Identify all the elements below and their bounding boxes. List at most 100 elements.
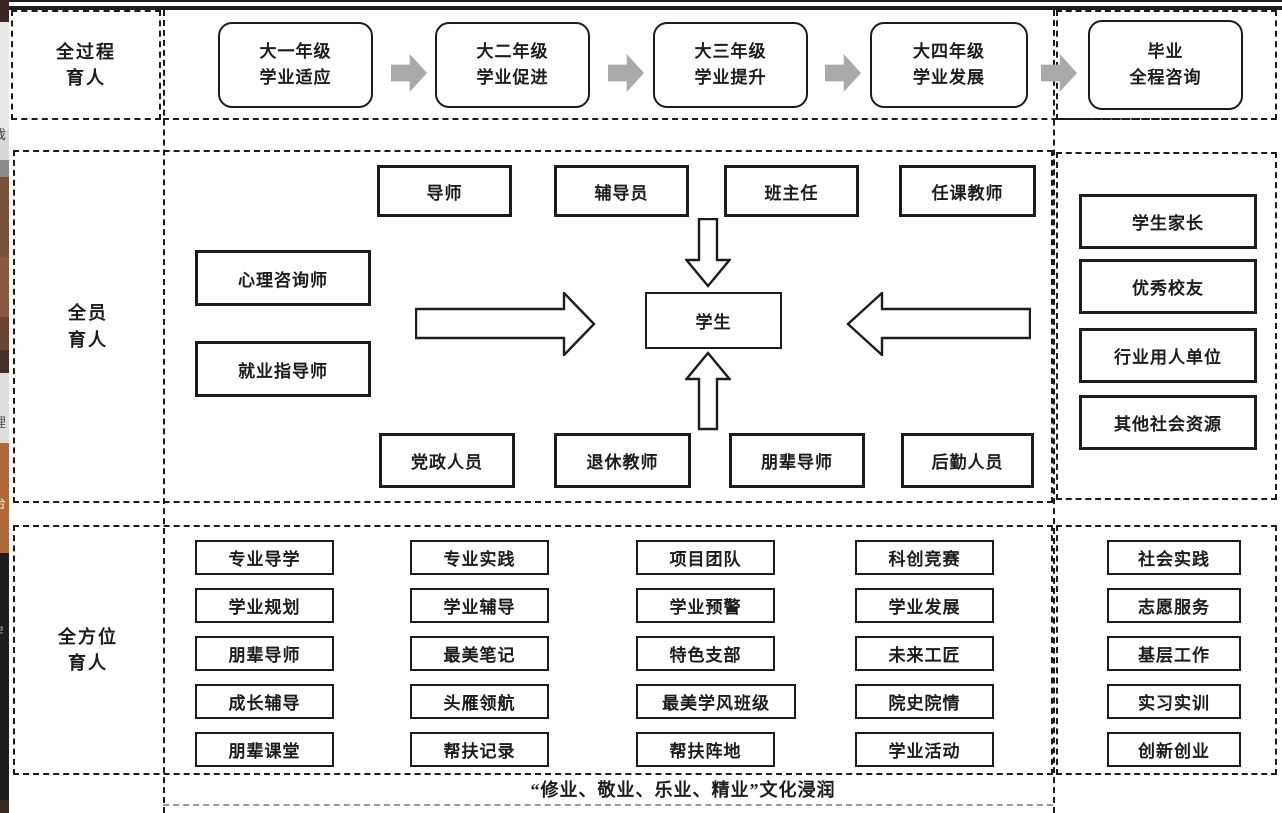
sliver-segment — [0, 553, 9, 800]
staff-box: 导师 — [377, 165, 512, 217]
section-label-staff: 全员 育人 — [13, 150, 163, 503]
staff-right-box — [1056, 152, 1277, 500]
staff-box: 心理咨询师 — [195, 250, 371, 306]
process-bottom-rule — [163, 118, 1277, 120]
flow-arrow-icon — [608, 54, 644, 92]
stage-line: 大三年级 — [694, 41, 767, 61]
sliver-segment — [0, 350, 9, 373]
stage-line: 毕业 — [1147, 41, 1184, 61]
activity-box: 学业发展 — [855, 588, 994, 623]
activity-box: 院史院情 — [855, 684, 994, 719]
top-rule-thin — [9, 0, 1282, 2]
sliver-glyph-fragment: 戏 — [0, 128, 6, 141]
resource-box: 学生家长 — [1079, 194, 1257, 249]
activity-box: 学业辅导 — [410, 588, 549, 623]
activity-box: 社会实践 — [1107, 540, 1241, 575]
activity-box: 科创竞赛 — [855, 540, 994, 575]
sliver-segment — [0, 0, 9, 22]
sliver-segment — [0, 160, 9, 177]
allround-main-box — [13, 525, 1053, 775]
activity-box: 创新创业 — [1107, 732, 1241, 767]
staff-box: 辅导员 — [554, 165, 689, 217]
converge-arrow-down-icon — [685, 218, 731, 288]
stage-line: 大一年级 — [259, 41, 332, 61]
converge-arrow-up-icon — [685, 351, 731, 431]
culture-caption: “修业、敬业、乐业、精业”文化浸润 — [163, 775, 1053, 806]
staff-box: 后勤人员 — [901, 433, 1034, 488]
sliver-glyph-fragment: 台 — [0, 497, 6, 510]
activity-box: 最美学风班级 — [636, 684, 796, 719]
staff-box: 退休教师 — [554, 433, 691, 488]
stage-box-final: 毕业全程咨询 — [1088, 20, 1243, 110]
activity-box: 最美笔记 — [410, 636, 549, 671]
activity-box: 帮扶记录 — [410, 732, 549, 767]
section-label-allround: 全方位 育人 — [13, 525, 163, 775]
stage-line: 学业促进 — [476, 68, 549, 87]
right-column-separator — [1053, 10, 1055, 813]
resource-box: 优秀校友 — [1079, 259, 1257, 314]
converge-arrow-right-icon — [415, 292, 596, 356]
resource-box: 其他社会资源 — [1079, 395, 1257, 450]
activity-box: 专业实践 — [410, 540, 549, 575]
staff-box: 朋辈导师 — [729, 433, 865, 488]
stage-line: 学业提升 — [694, 68, 767, 87]
flow-arrow-icon — [391, 54, 427, 92]
activity-box: 朋辈导师 — [195, 636, 334, 671]
section-label-process: 全过程 育人 — [11, 10, 161, 120]
activity-box: 朋辈课堂 — [195, 732, 334, 767]
stage-line: 学业发展 — [913, 68, 985, 87]
staff-box: 党政人员 — [379, 433, 515, 488]
resource-box: 行业用人单位 — [1079, 328, 1257, 383]
sliver-glyph-fragment: ㄹ — [0, 624, 5, 637]
label-line: 全员 — [68, 303, 108, 324]
label-column-separator — [163, 10, 165, 813]
process-label-box — [11, 10, 161, 120]
activity-box: 实习实训 — [1107, 684, 1241, 719]
top-rule-thick — [9, 6, 1282, 10]
flow-arrow-icon — [825, 54, 861, 92]
allround-right-box — [1056, 525, 1277, 775]
stage-box: 大三年级学业提升 — [653, 22, 808, 108]
activity-column: 社会实践志愿服务基层工作实习实训创新创业 — [1107, 540, 1241, 767]
background-window-sliver: 戏理台ㄹ — [0, 0, 9, 813]
activity-column: 专业导学学业规划朋辈导师成长辅导朋辈课堂 — [195, 540, 334, 767]
activity-box: 学业预警 — [636, 588, 775, 623]
stage-box: 大一年级学业适应 — [218, 22, 373, 108]
activity-box: 基层工作 — [1107, 636, 1241, 671]
staff-box: 就业指导师 — [195, 341, 371, 397]
sliver-segment — [0, 443, 9, 553]
stage-line: 全程咨询 — [1129, 68, 1202, 87]
stage-box: 大二年级学业促进 — [435, 22, 590, 108]
label-line: 育人 — [68, 653, 108, 673]
activity-box: 成长辅导 — [195, 684, 334, 719]
label-line: 全方位 — [58, 626, 118, 647]
stage-box: 大四年级学业发展 — [870, 22, 1028, 108]
label-line: 育人 — [66, 68, 106, 88]
sliver-glyph-fragment: 理 — [0, 416, 6, 429]
label-line: 育人 — [68, 329, 108, 350]
activity-column: 项目团队学业预警特色支部最美学风班级帮扶阵地 — [636, 540, 796, 767]
staff-box: 班主任 — [724, 165, 859, 217]
stage-line: 大二年级 — [476, 41, 549, 61]
sliver-segment — [0, 317, 9, 350]
sliver-segment — [0, 130, 9, 160]
activity-box: 特色支部 — [636, 636, 775, 671]
activity-box: 志愿服务 — [1107, 588, 1241, 623]
stage-line: 学业适应 — [259, 68, 332, 87]
staff-main-box — [13, 150, 1053, 503]
activity-box: 学业规划 — [195, 588, 334, 623]
sliver-segment — [0, 373, 9, 443]
stage-line: 大四年级 — [913, 41, 985, 61]
converge-arrow-left-icon — [846, 292, 1031, 356]
label-line: 全过程 — [56, 41, 116, 62]
activity-box: 项目团队 — [636, 540, 775, 575]
activity-box: 学业活动 — [855, 732, 994, 767]
sliver-segment — [0, 22, 9, 130]
activity-box: 专业导学 — [195, 540, 334, 575]
activity-box: 未来工匠 — [855, 636, 994, 671]
staff-box: 任课教师 — [899, 165, 1036, 217]
activity-box: 头雁领航 — [410, 684, 549, 719]
student-box: 学生 — [645, 292, 782, 349]
sliver-segment — [0, 800, 9, 813]
